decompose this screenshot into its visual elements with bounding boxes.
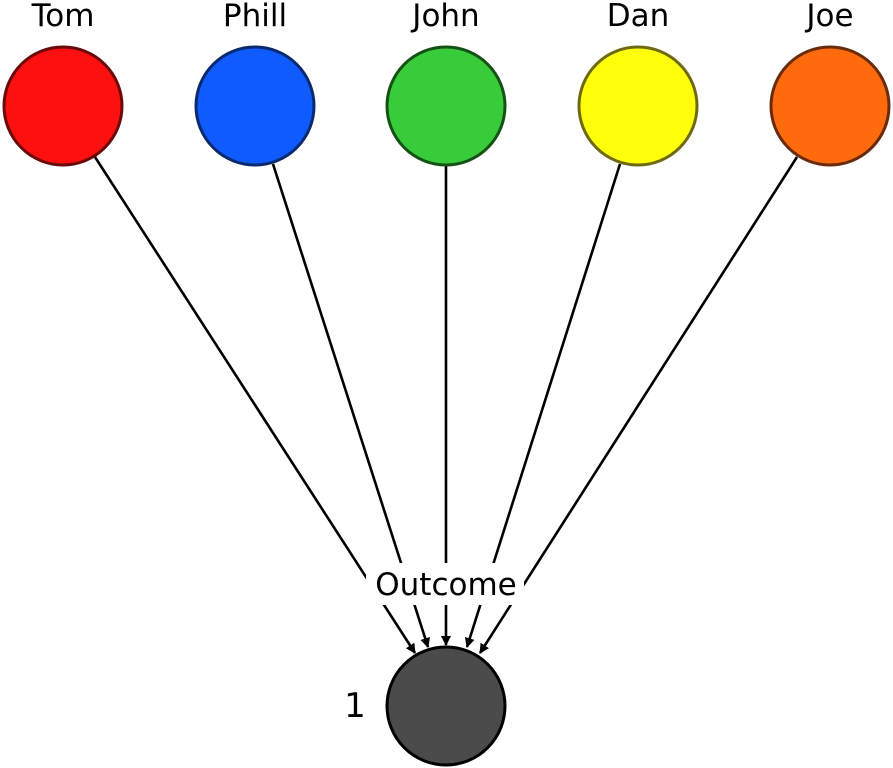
person-node-joe[interactable]: Joe — [769, 0, 891, 167]
outcome-node-circle[interactable] — [385, 645, 507, 767]
person-node-dan[interactable]: Dan — [577, 0, 699, 167]
person-nodes: Tom Phill John Dan Joe — [2, 0, 891, 167]
person-node-tom[interactable]: Tom — [2, 0, 124, 167]
edge-label-outcome: Outcome — [375, 567, 516, 603]
person-label-tom: Tom — [31, 0, 95, 34]
person-node-john[interactable]: John — [385, 0, 507, 167]
outcome-node-label: 1 — [344, 686, 366, 726]
outcome-label-background — [366, 563, 524, 605]
person-circle-phill[interactable] — [194, 45, 316, 167]
person-circle-john[interactable] — [385, 45, 507, 167]
person-label-joe: Joe — [804, 0, 853, 34]
person-circle-joe[interactable] — [769, 45, 891, 167]
outcome-node[interactable]: 1 — [344, 645, 507, 767]
person-label-dan: Dan — [607, 0, 670, 34]
person-label-phill: Phill — [223, 0, 287, 34]
edge-tom-outcome — [93, 156, 417, 654]
person-circle-tom[interactable] — [2, 45, 124, 167]
person-node-phill[interactable]: Phill — [194, 0, 316, 167]
person-label-john: John — [410, 0, 479, 34]
person-circle-dan[interactable] — [577, 45, 699, 167]
edge-joe-outcome — [478, 156, 799, 654]
